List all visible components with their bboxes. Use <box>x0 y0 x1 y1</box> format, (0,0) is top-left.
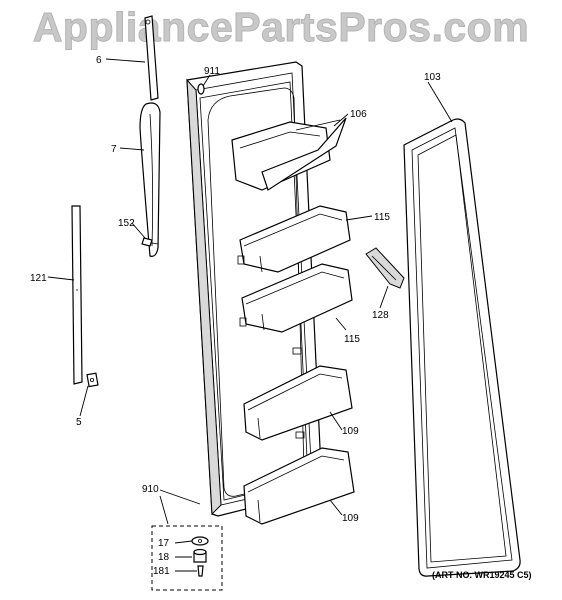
callout-115-upper: 115 <box>374 212 390 223</box>
callout-121: 121 <box>30 273 47 284</box>
watermark-logo: AppliancePartsPros.com <box>32 4 530 51</box>
callout-labels: 6 7 152 121 5 911 106 115 115 103 128 10… <box>30 55 441 577</box>
screw-152 <box>141 237 159 247</box>
callout-115-lower: 115 <box>344 334 360 345</box>
callout-109-upper: 109 <box>342 426 359 437</box>
end-cap-5 <box>86 372 99 388</box>
callout-103: 103 <box>424 72 441 83</box>
callout-152: 152 <box>118 218 135 229</box>
callout-181: 181 <box>153 566 170 577</box>
callout-910: 910 <box>142 484 159 495</box>
handle-trim-top <box>144 15 159 101</box>
callout-911: 911 <box>204 66 220 77</box>
callout-6: 6 <box>96 55 102 66</box>
callout-5: 5 <box>76 417 82 428</box>
leader-lines <box>47 58 453 572</box>
handle-trim-lower <box>71 205 83 385</box>
door-bin-lower-2 <box>243 447 355 525</box>
plug-911 <box>197 83 205 95</box>
hinge-parts-box <box>151 525 223 591</box>
bin-clips <box>237 255 305 439</box>
door-bin-lower-1 <box>243 365 353 441</box>
callout-128: 128 <box>372 310 389 321</box>
door-gasket <box>403 118 521 577</box>
bin-trim-128 <box>365 247 405 289</box>
dairy-compartment <box>231 117 347 191</box>
art-number: (ART NO. WR19245 C5) <box>432 570 532 580</box>
door-handle <box>139 102 161 257</box>
callout-17: 17 <box>158 538 170 549</box>
callout-106: 106 <box>350 109 367 120</box>
callout-7: 7 <box>111 144 117 155</box>
callout-109-lower: 109 <box>342 513 359 524</box>
callout-18: 18 <box>158 552 170 563</box>
